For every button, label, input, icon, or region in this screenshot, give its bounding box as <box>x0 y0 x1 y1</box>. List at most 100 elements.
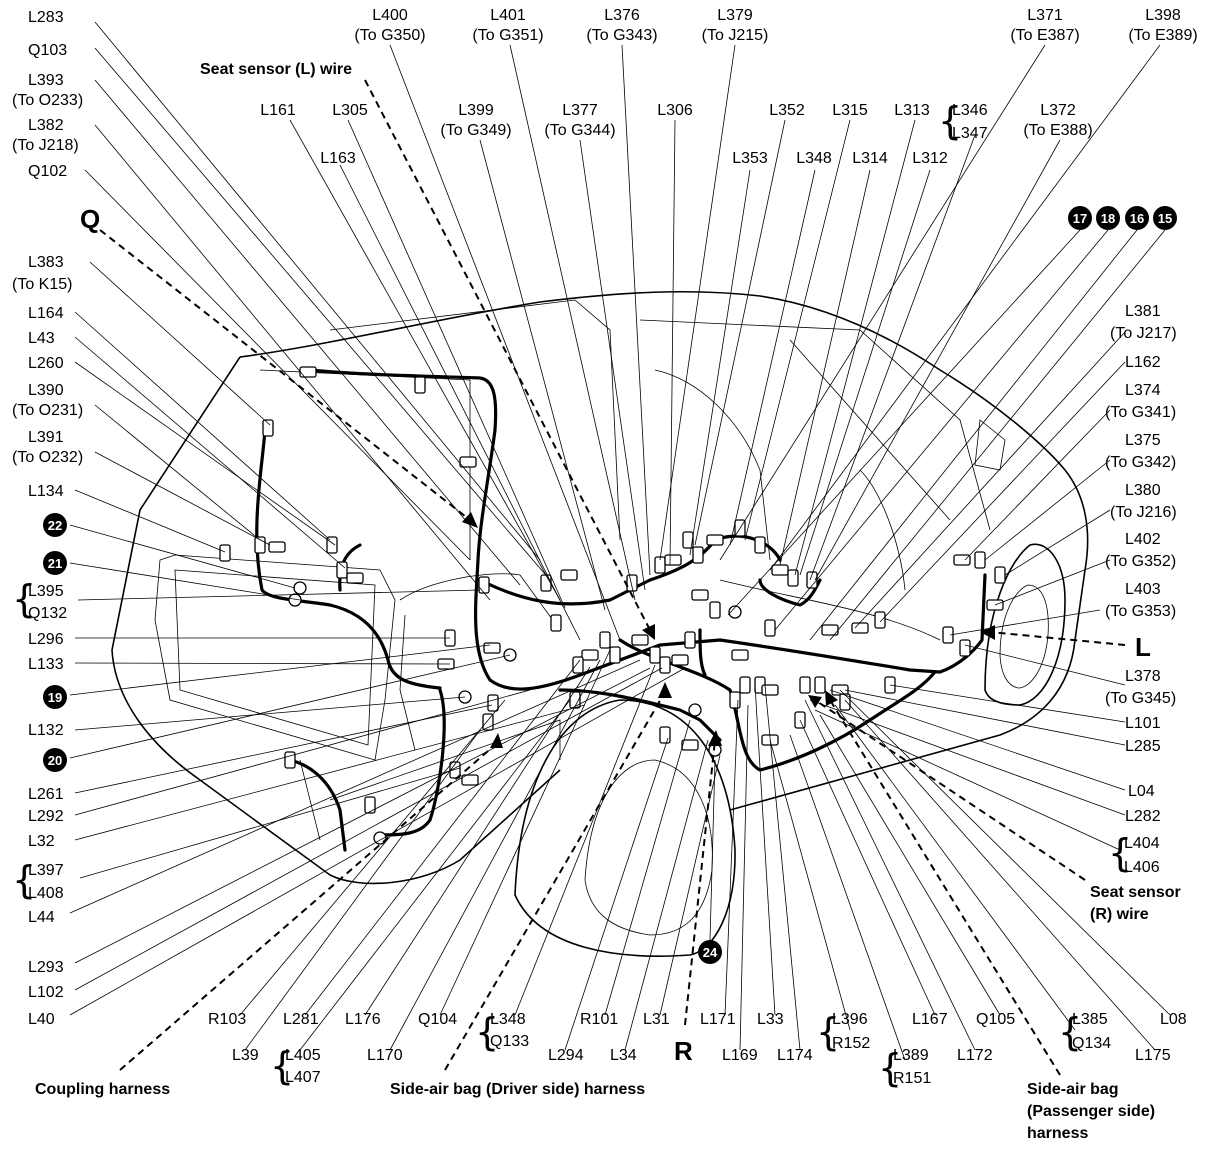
brace-L385-Q134: { <box>1058 1010 1082 1054</box>
connector <box>684 631 696 649</box>
label-L294: L294 <box>548 1047 584 1064</box>
brace-L346-L347: { <box>938 99 962 143</box>
connector <box>664 554 682 566</box>
circled-24-text: 24 <box>703 945 718 960</box>
label-L40: L40 <box>28 1011 55 1028</box>
brace-L348-Q133: { <box>475 1010 499 1054</box>
label-L376-dest: (To G343) <box>586 27 657 44</box>
label-L407: L407 <box>285 1069 321 1086</box>
dashed-callouts <box>99 79 1126 1076</box>
circled-19 <box>43 685 67 709</box>
connector <box>654 556 666 574</box>
callout-seat-sensor-r-line1: Seat sensor <box>1090 884 1181 901</box>
label-L281: L281 <box>283 1011 319 1028</box>
leader-lines <box>69 21 1171 1061</box>
label-L172: L172 <box>957 1047 993 1064</box>
label-L399: L399 <box>458 102 494 119</box>
label-L393: L393 <box>28 72 64 89</box>
label-L403: L403 <box>1125 581 1161 598</box>
circled-18 <box>1096 206 1120 230</box>
label-L398-dest: (To E389) <box>1128 27 1197 44</box>
circled-17-text: 17 <box>1073 211 1087 226</box>
label-L133: L133 <box>28 656 64 673</box>
label-Q104: Q104 <box>418 1011 457 1028</box>
circled-21-text: 21 <box>48 556 62 571</box>
connector <box>839 693 851 711</box>
label-L381-dest: (To J217) <box>1110 325 1177 342</box>
label-L132: L132 <box>28 722 64 739</box>
label-L312: L312 <box>912 150 948 167</box>
label-L292: L292 <box>28 808 64 825</box>
label-L347: L347 <box>952 125 988 142</box>
label-L385: L385 <box>1072 1011 1108 1028</box>
circled-15 <box>1153 206 1177 230</box>
label-L401-dest: (To G351) <box>472 27 543 44</box>
circled-22-text: 22 <box>48 518 62 533</box>
circled-22 <box>43 513 67 537</box>
ground-terminal <box>728 605 742 619</box>
label-L377: L377 <box>562 102 598 119</box>
view-letter-Q: Q <box>80 204 100 234</box>
label-L404: L404 <box>1124 835 1160 852</box>
connector <box>599 631 611 649</box>
label-L33: L33 <box>757 1011 784 1028</box>
label-L396: L396 <box>832 1011 868 1028</box>
connector <box>764 619 776 637</box>
label-R101: R101 <box>580 1011 618 1028</box>
label-L346: L346 <box>952 102 988 119</box>
label-L403-dest: (To G353) <box>1105 603 1176 620</box>
label-L352: L352 <box>769 102 805 119</box>
label-L348-bottom: L348 <box>490 1011 526 1028</box>
connector <box>461 774 479 786</box>
connector <box>449 761 461 779</box>
label-L380: L380 <box>1125 482 1161 499</box>
label-L163: L163 <box>320 150 356 167</box>
label-R151: R151 <box>893 1070 931 1087</box>
label-L44: L44 <box>28 909 55 926</box>
label-L390-dest: (To O231) <box>12 402 83 419</box>
label-L285: L285 <box>1125 738 1161 755</box>
label-Q132: Q132 <box>28 605 67 622</box>
circled-16-text: 16 <box>1130 211 1144 226</box>
circled-15-text: 15 <box>1158 211 1172 226</box>
connector <box>572 656 584 674</box>
circled-24 <box>698 940 722 964</box>
label-L372: L372 <box>1040 102 1076 119</box>
label-Q103: Q103 <box>28 42 67 59</box>
label-L167: L167 <box>912 1011 948 1028</box>
connector <box>326 536 338 554</box>
connector <box>483 642 501 654</box>
connector <box>787 569 799 587</box>
label-L402: L402 <box>1125 531 1161 548</box>
label-L390: L390 <box>28 382 64 399</box>
label-L101: L101 <box>1125 715 1161 732</box>
callout-side-air-bag-pass-2: (Passenger side) <box>1027 1103 1155 1120</box>
label-L379-dest: (To J215) <box>702 27 769 44</box>
connector <box>364 796 376 814</box>
label-R103: R103 <box>208 1011 246 1028</box>
connector <box>761 684 779 696</box>
connector <box>346 572 364 584</box>
connector <box>814 676 826 694</box>
circled-16 <box>1125 206 1149 230</box>
callout-side-air-bag-driver: Side-air bag (Driver side) harness <box>390 1081 645 1098</box>
label-L174: L174 <box>777 1047 813 1064</box>
connector <box>609 646 621 664</box>
vehicle-body <box>111 290 1089 957</box>
label-L391: L391 <box>28 429 64 446</box>
label-L161: L161 <box>260 102 296 119</box>
connector <box>550 614 562 632</box>
connector <box>942 626 954 644</box>
connector <box>681 739 699 751</box>
connector <box>631 634 649 646</box>
label-L164: L164 <box>28 305 64 322</box>
label-L378-dest: (To G345) <box>1105 690 1176 707</box>
label-L393-dest: (To O233) <box>12 92 83 109</box>
brace-L389-R151: { <box>878 1046 902 1090</box>
connector <box>706 534 724 546</box>
label-L402-dest: (To G352) <box>1105 553 1176 570</box>
brace-L395-Q132: { <box>12 577 36 621</box>
label-L371-dest: (To E387) <box>1010 27 1079 44</box>
label-L398: L398 <box>1145 7 1181 24</box>
label-L397: L397 <box>28 862 64 879</box>
